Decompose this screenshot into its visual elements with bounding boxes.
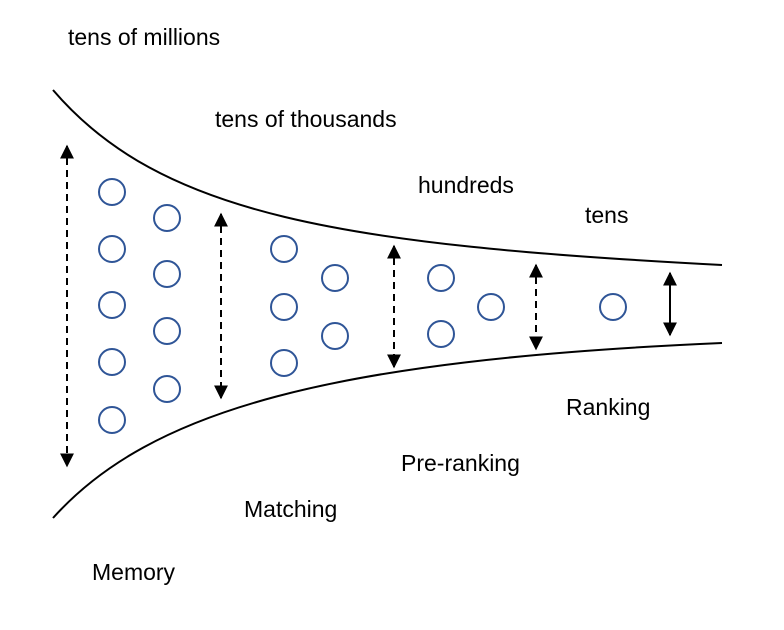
stage-label-pre-ranking: Pre-ranking [401, 450, 520, 476]
funnel-lower-curve [52, 342, 723, 519]
scale-label-tens: tens [585, 202, 629, 228]
item-circle [477, 293, 505, 321]
scale-label-hundreds: hundreds [418, 172, 514, 198]
item-circle [599, 293, 627, 321]
item-circle [153, 204, 181, 232]
item-circle [427, 264, 455, 292]
funnel-upper-curve [52, 89, 723, 266]
stage-label-ranking: Ranking [566, 394, 651, 420]
item-circle [427, 320, 455, 348]
item-circle [270, 349, 298, 377]
stage-label-matching: Matching [244, 496, 338, 522]
item-circle [153, 375, 181, 403]
item-circle [321, 322, 349, 350]
item-circle [98, 178, 126, 206]
item-circle [98, 348, 126, 376]
item-circle [153, 317, 181, 345]
scale-label-tens-of-thousands: tens of thousands [215, 106, 397, 132]
item-circle [98, 291, 126, 319]
scale-label-tens-of-millions: tens of millions [68, 24, 221, 50]
item-circle [270, 293, 298, 321]
item-circle [98, 406, 126, 434]
stage-label-memory: Memory [92, 559, 176, 585]
item-circle [321, 264, 349, 292]
item-circle [98, 235, 126, 263]
item-circle [270, 235, 298, 263]
item-circle [153, 260, 181, 288]
